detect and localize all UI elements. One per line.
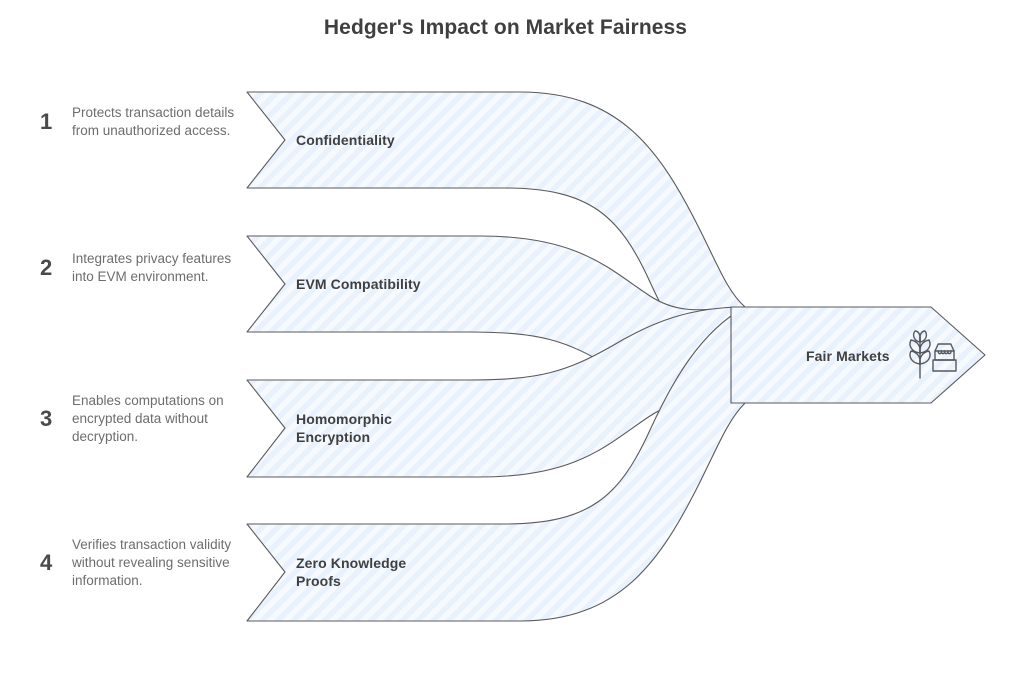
step-number-3: 3: [40, 406, 53, 431]
band-label-homomorphic-encryption: Homomorphic Encryption: [296, 410, 392, 446]
step-row-2: 2 Integrates privacy features into EVM e…: [40, 250, 240, 286]
step-description-4: Verifies transaction validity without re…: [72, 537, 232, 588]
step-number-2: 2: [40, 255, 53, 280]
band-label-zero-knowledge-proofs: Zero Knowledge Proofs: [296, 554, 406, 590]
step-description-3: Enables computations on encrypted data w…: [72, 393, 224, 444]
band-label-homomorphic-encryption-line2: Encryption: [296, 429, 371, 445]
step-row-1: 1 Protects transaction details from unau…: [40, 104, 240, 140]
step-number-4: 4: [40, 550, 53, 575]
step-description-2: Integrates privacy features into EVM env…: [72, 251, 232, 284]
page-title: Hedger's Impact on Market Fairness: [323, 16, 688, 39]
step-row-3: 3 Enables computations on encrypted data…: [40, 392, 240, 446]
band-label-zero-knowledge-proofs-line2: Proofs: [296, 573, 341, 589]
band-label-confidentiality: Confidentiality: [296, 132, 395, 148]
outcome-label-fair-markets: Fair Markets: [806, 348, 890, 364]
band-label-homomorphic-encryption-line1: Homomorphic: [296, 411, 392, 427]
ribbon-fair-markets-outcome: [730, 306, 986, 404]
ribbon-group: [246, 91, 986, 622]
step-row-4: 4 Verifies transaction validity without …: [40, 536, 240, 590]
step-description-1: Protects transaction details from unauth…: [72, 105, 235, 138]
band-label-zero-knowledge-proofs-line1: Zero Knowledge: [296, 555, 407, 571]
step-number-1: 1: [40, 109, 53, 134]
band-label-evm-compatibility: EVM Compatibility: [296, 276, 421, 292]
wheat-and-market-stall-icon: [903, 329, 959, 383]
